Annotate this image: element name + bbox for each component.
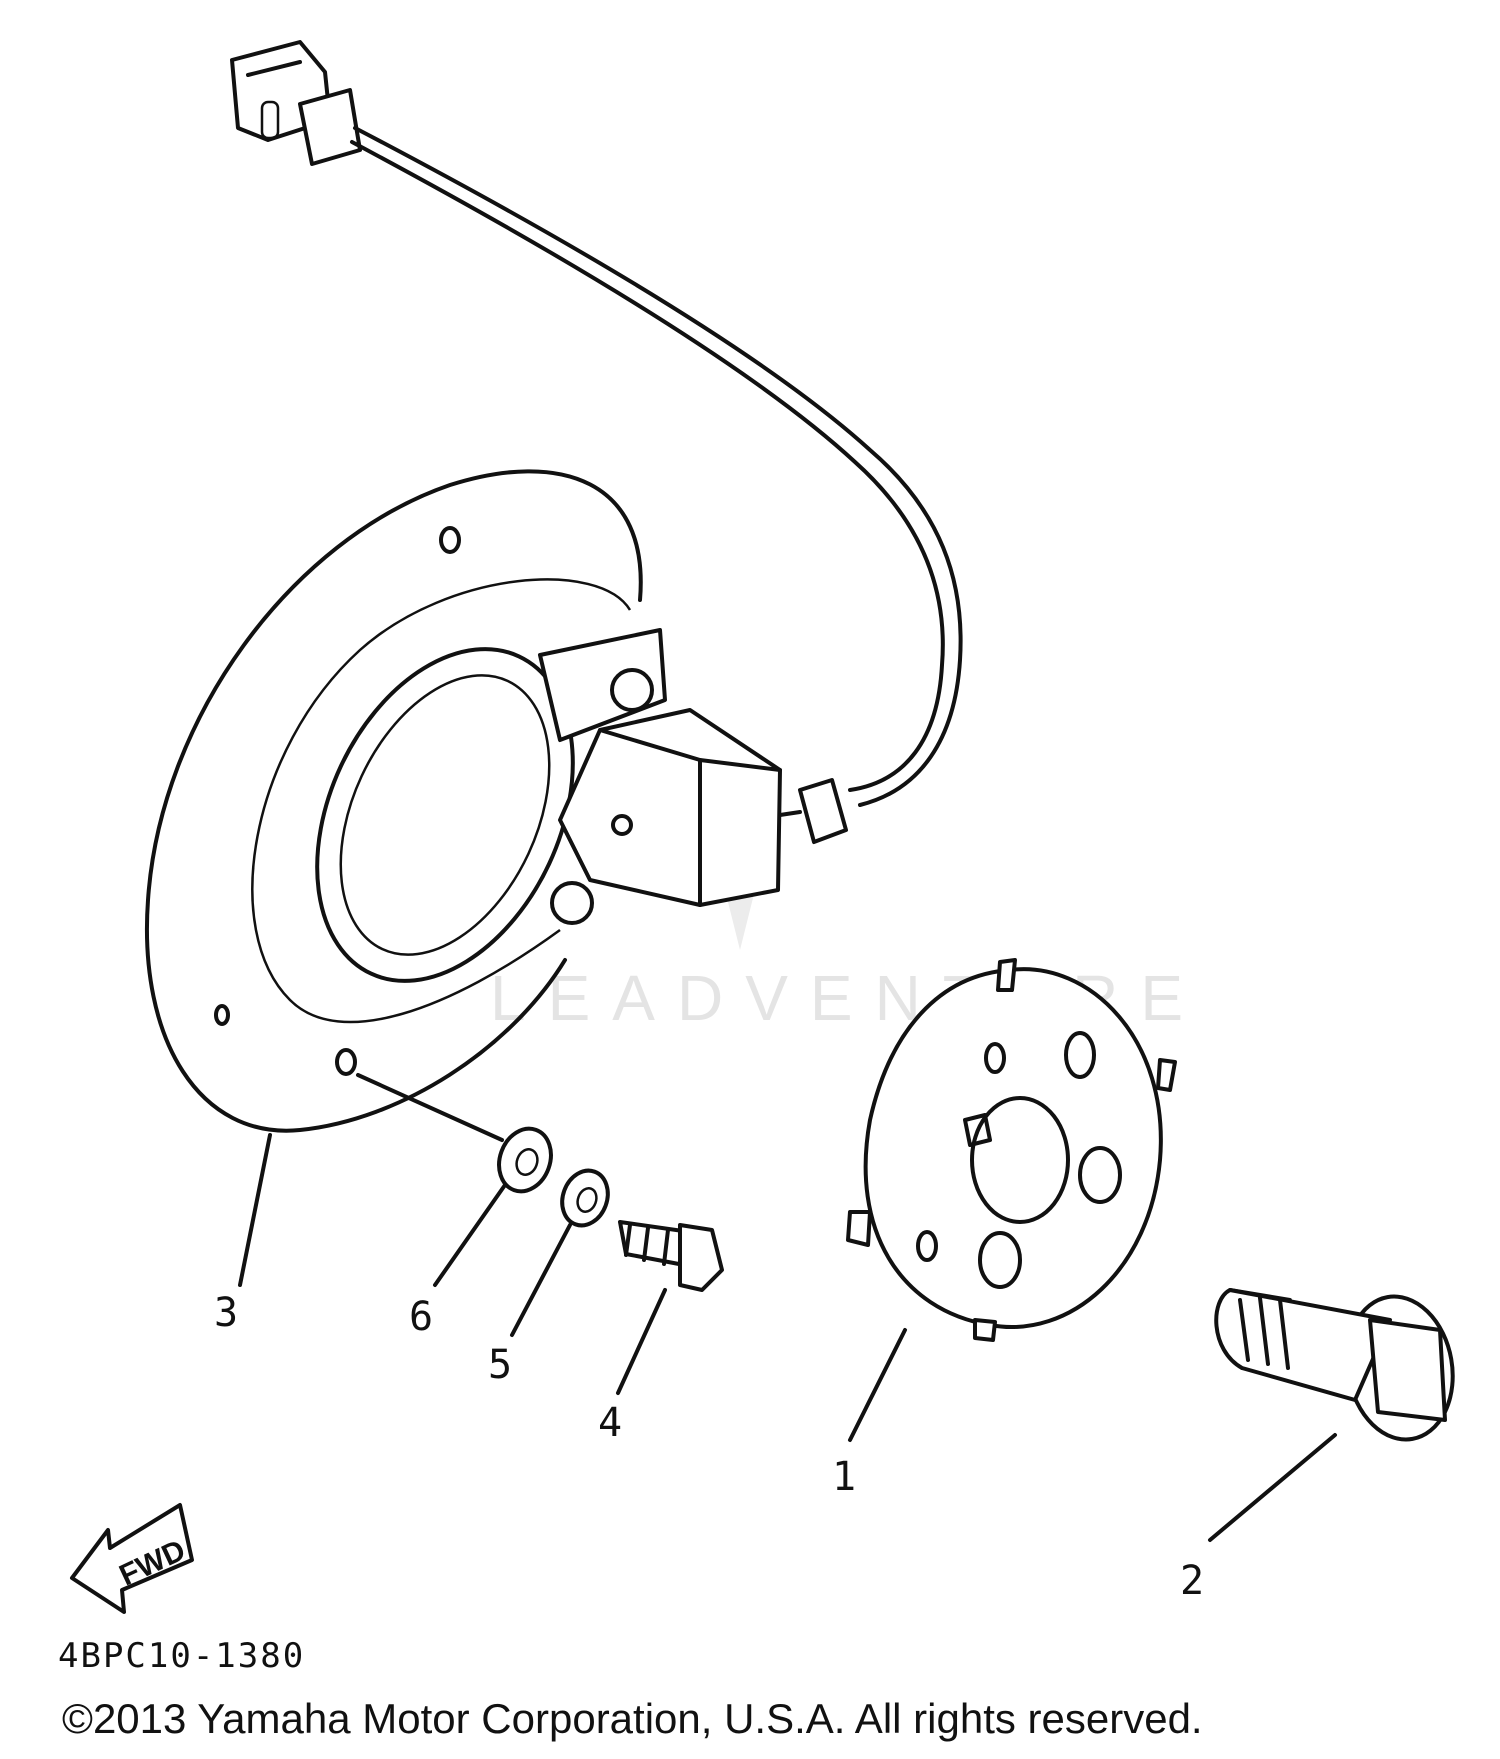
screw [618, 1220, 724, 1292]
callout-5: 5 [488, 1342, 512, 1388]
callout-3: 3 [214, 1290, 238, 1336]
pickup-coil [550, 668, 848, 925]
pickup-coil-base-plate [145, 469, 667, 1133]
spring-washer [560, 1168, 610, 1228]
callout-2: 2 [1180, 1558, 1204, 1604]
forward-arrow-icon: FWD [70, 1503, 194, 1614]
callout-1: 1 [832, 1454, 856, 1500]
leader-lines [238, 1073, 1337, 1542]
diagram-code: 4BPC10-1380 [58, 1636, 305, 1676]
callout-4: 4 [598, 1400, 622, 1446]
flange-bolt [1214, 1288, 1455, 1442]
rotor-plate [846, 958, 1177, 1342]
wire-harness [350, 126, 963, 807]
plain-washer [497, 1126, 553, 1194]
callout-6: 6 [409, 1294, 433, 1340]
copyright-notice: ©2013 Yamaha Motor Corporation, U.S.A. A… [62, 1695, 1203, 1742]
wire-connector [230, 40, 362, 166]
